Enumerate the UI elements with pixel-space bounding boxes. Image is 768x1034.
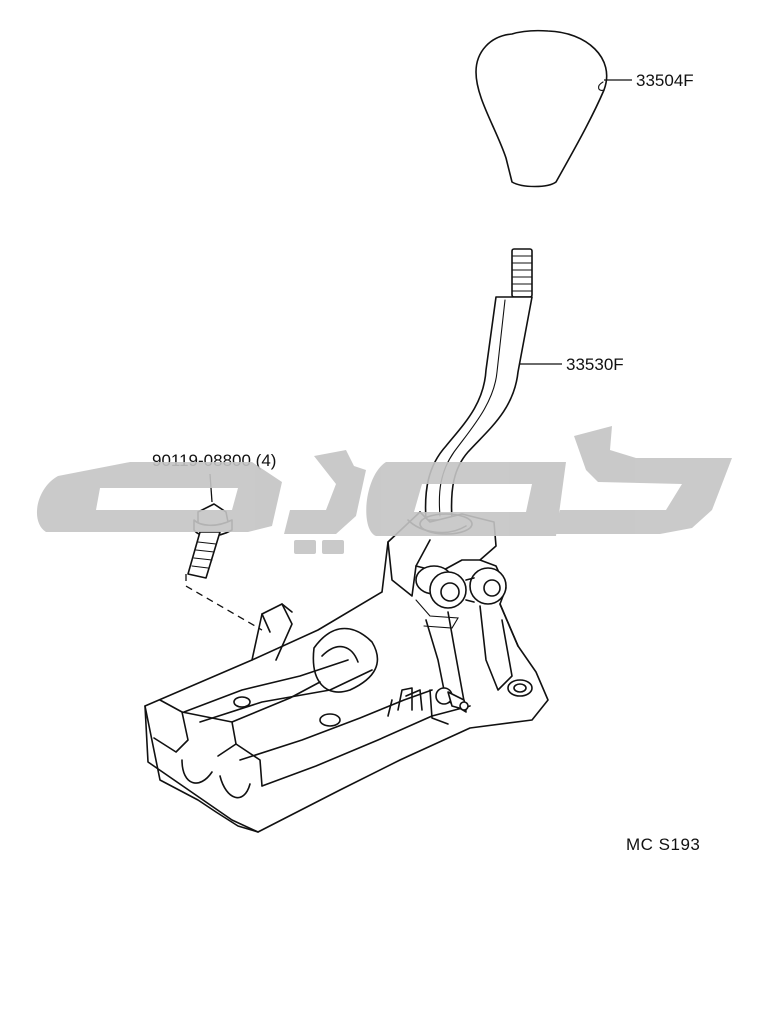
part-label-knob: 33504F (636, 71, 694, 90)
side-pin[interactable] (435, 687, 469, 711)
part-label-lever: 33530F (566, 355, 624, 374)
pivot-joint[interactable] (415, 565, 507, 629)
reference-code: MC S193 (626, 835, 700, 854)
watermark-logo (36, 426, 732, 554)
shift-knob[interactable] (475, 29, 608, 188)
bolt-install-path (185, 574, 263, 631)
